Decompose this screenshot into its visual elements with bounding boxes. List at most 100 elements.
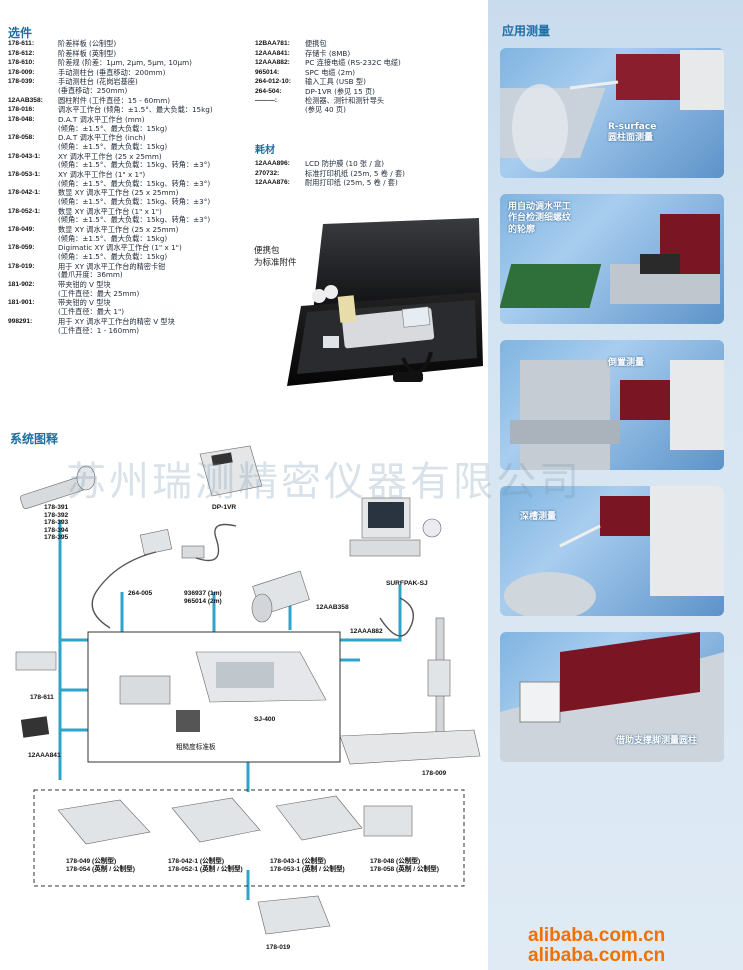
list-item: 270732:标准打印机纸 (25m, 5 卷 / 套) xyxy=(255,168,483,179)
item-description-line: (最爪开度：36mm) xyxy=(58,270,123,280)
list-item: 264-012-10:输入工具 (USB 型) xyxy=(255,78,483,87)
item-description: 用于 XY 调水平工作台的精密卡钳(最爪开度：36mm) xyxy=(58,261,253,281)
list-item: 178-039: 手动测柱台 (花岗岩基座)(垂直移动：250mm) xyxy=(8,78,253,96)
item-code: 965014: xyxy=(255,68,280,76)
label-printer: DP-1VR xyxy=(212,504,237,511)
case-caption: 便携包 为标准附件 xyxy=(254,246,297,270)
list-item: 178-049:数显 XY 调水平工作台 (25 x 25mm)(倾角：±1.5… xyxy=(8,224,253,244)
item-code: 178-612: xyxy=(8,49,35,57)
options-list: 178-611:阶差样板 (公制型)178-612:阶差样板 (英制型)178-… xyxy=(8,39,253,336)
item-code: 178-042-1: xyxy=(8,189,41,197)
probe-code: 178-394 xyxy=(44,526,69,534)
list-item: 178-052-1:数显 XY 调水平工作台 (1" x 1")(倾角：±1.5… xyxy=(8,207,253,226)
watermark: 苏州瑞测精密仪器有限公司 xyxy=(66,459,582,505)
item-code: 12AAB358: xyxy=(8,96,43,104)
carrying-case-image xyxy=(287,218,483,386)
item-description-line: (倾角：±1.5°、最大负载：15kg、转角：±3°) xyxy=(58,197,211,207)
step-gauge-image xyxy=(15,651,57,671)
item-description-line: D.A.T 调水平工作台 (mm) xyxy=(58,114,145,124)
item-description-line: (工件直径：1 - 160mm) xyxy=(58,325,140,335)
item-code: 178-052-1: xyxy=(8,207,41,215)
caption-support-feet: 借助支撑脚测量圆柱 xyxy=(616,736,698,746)
item-description: 阶差样板 (英制型) xyxy=(58,49,253,59)
footer-brand-1: alibaba.com.cn xyxy=(528,925,666,946)
item-description: 数显 XY 调水平工作台 (25 x 25mm)(倾角：±1.5°、最大负载：1… xyxy=(58,188,253,207)
consumables-list: 12AAA896:LCD 防护膜 (10 张 / 盒)270732:标准打印机纸… xyxy=(255,159,483,188)
item-description-line: 带夹钳的 V 型块 xyxy=(58,298,111,308)
case-caption-line2: 为标准附件 xyxy=(254,257,297,268)
app-photo-r-surface: R-surface 圆柱面测量 xyxy=(500,48,724,178)
list-item: 178-053-1:XY 调水平工作台 (1" x 1")(倾角：±1.5°、最… xyxy=(8,169,253,189)
item-description-line: 手动测柱台 (花岗岩基座) xyxy=(58,77,138,87)
item-description-line: (倾角：±1.5°、最大负载：15kg、转角：±3°) xyxy=(58,160,211,170)
item-description: 调水平工作台 (倾角：±1.5°、最大负载：15kg) xyxy=(58,105,253,115)
item-code: 178-043-1: xyxy=(8,152,41,160)
item-description-line: (垂直移动：250mm) xyxy=(58,86,128,96)
app-photo-support-feet: 借助支撑脚测量圆柱 xyxy=(500,632,724,762)
item-description-line: (倾角：±1.5°、最大负载：15kg) xyxy=(58,252,168,262)
item-description: 带夹钳的 V 型块(工件直径：最大 25mm) xyxy=(58,280,253,299)
label-table-4: 178-048 (公制型)178-058 (英制 / 公制型) xyxy=(370,858,439,873)
item-description: 标准打印机纸 (25m, 5 卷 / 套) xyxy=(305,168,483,179)
list-item: 998291:用于 XY 调水平工作台的精密 V 型块(工件直径：1 - 160… xyxy=(8,317,253,336)
item-description-line: (工件直径：最大 25mm) xyxy=(58,288,140,298)
stand-image xyxy=(339,617,481,765)
item-description: DP-1VR (参见 15 页) xyxy=(305,86,483,97)
item-description-line: XY 调水平工作台 (25 x 25mm) xyxy=(58,151,162,161)
item-code: 178-039: xyxy=(8,78,35,86)
item-description: 手动测柱台 (花岗岩基座)(垂直移动：250mm) xyxy=(58,78,253,96)
item-description-line: 数显 XY 调水平工作台 (25 x 25mm) xyxy=(58,188,179,198)
probe-code: 178-391 xyxy=(44,504,69,511)
r-surface-image xyxy=(500,50,724,172)
pc-image xyxy=(349,497,442,557)
item-description: 带夹钳的 V 型块(工件直径：最大 1") xyxy=(58,299,253,317)
list-item: ———:检测器、测针和测针导头(参见 40 页) xyxy=(255,97,483,115)
item-description-line: PC 连接电缆 (RS-232C 电缆) xyxy=(305,58,401,68)
item-description: 阶差规 (阶差：1μm, 2μm, 5μm, 10μm) xyxy=(58,58,253,68)
item-description-line: LCD 防护膜 (10 张 / 盒) xyxy=(305,159,385,168)
list-item: 181-902:带夹钳的 V 型块(工件直径：最大 25mm) xyxy=(8,280,253,299)
item-code: 181-901: xyxy=(8,299,35,307)
item-description: 输入工具 (USB 型) xyxy=(305,78,483,87)
list-item: 12AAA896:LCD 防护膜 (10 张 / 盒) xyxy=(255,159,483,169)
item-description-line: 输入工具 (USB 型) xyxy=(305,77,366,87)
item-description: XY 调水平工作台 (25 x 25mm)(倾角：±1.5°、最大负载：15kg… xyxy=(58,151,253,171)
label-table-2: 178-042-1 (公制型)178-052-1 (英制 / 公制型) xyxy=(168,858,243,873)
list-item: 12AAA876:耐用打印纸 (25m, 5 卷 / 套) xyxy=(255,178,483,188)
item-description: LCD 防护膜 (10 张 / 盒) xyxy=(305,159,483,169)
list-item: 12AAB358: 圆柱附件 (工件直径：15 - 60mm) xyxy=(8,96,253,106)
item-code: 178-048: xyxy=(8,115,35,123)
list-item: 178-612: 阶差样板 (英制型) xyxy=(8,49,253,59)
item-description-line: (倾角：±1.5°、最大负载：15kg) xyxy=(58,233,168,243)
item-description-line: 存储卡 (8MB) xyxy=(305,48,351,58)
item-description: 圆柱附件 (工件直径：15 - 60mm) xyxy=(58,96,253,106)
options-title: 选件 xyxy=(8,26,33,40)
item-description-line: 数显 XY 调水平工作台 (25 x 25mm) xyxy=(58,224,179,234)
leveling-tables-image xyxy=(57,795,413,845)
item-code: 178-611: xyxy=(8,40,35,47)
caption-deep-groove: 深槽测量 xyxy=(520,512,557,522)
item-code: 178-016: xyxy=(8,106,35,114)
item-description: Digimatic XY 调水平工作台 (1" x 1")(倾角：±1.5°、最… xyxy=(58,244,253,262)
item-description-line: 标准打印机纸 (25m, 5 卷 / 套) xyxy=(305,168,405,178)
label-cylinder: 12AAB358 xyxy=(316,604,349,611)
label-stand: 178-009 xyxy=(422,770,447,777)
roughness-specimen-image xyxy=(176,710,200,732)
item-description: SPC 电缆 (2m) xyxy=(305,68,483,78)
item-description-line: 检测器、测针和测针导头 xyxy=(305,96,385,106)
item-description-line: DP-1VR (参见 15 页) xyxy=(305,86,375,96)
item-description-line: 用于 XY 调水平工作台的精密卡钳 xyxy=(58,261,166,271)
adapter-image xyxy=(91,528,173,629)
list-item: 178-016: 调水平工作台 (倾角：±1.5°、最大负载：15kg) xyxy=(8,105,253,115)
system-diagram xyxy=(15,445,481,935)
item-code: 178-610: xyxy=(8,59,35,67)
app-photo-fine-thread: 用自动调水平工 作台检测细螺纹 的轮廓 xyxy=(500,194,724,324)
item-description-line: XY 调水平工作台 (1" x 1") xyxy=(58,169,146,179)
list-item: 178-611:阶差样板 (公制型) xyxy=(8,39,253,49)
label-cable: 936937 (1m) 965014 (2m) xyxy=(184,590,222,605)
list-item: 178-048:D.A.T 调水平工作台 (mm)(倾角：±1.5°、最大负载：… xyxy=(8,114,253,134)
sj400-image xyxy=(119,651,327,732)
system-title: 系统图释 xyxy=(10,432,59,446)
spc-cable-image xyxy=(181,523,237,562)
